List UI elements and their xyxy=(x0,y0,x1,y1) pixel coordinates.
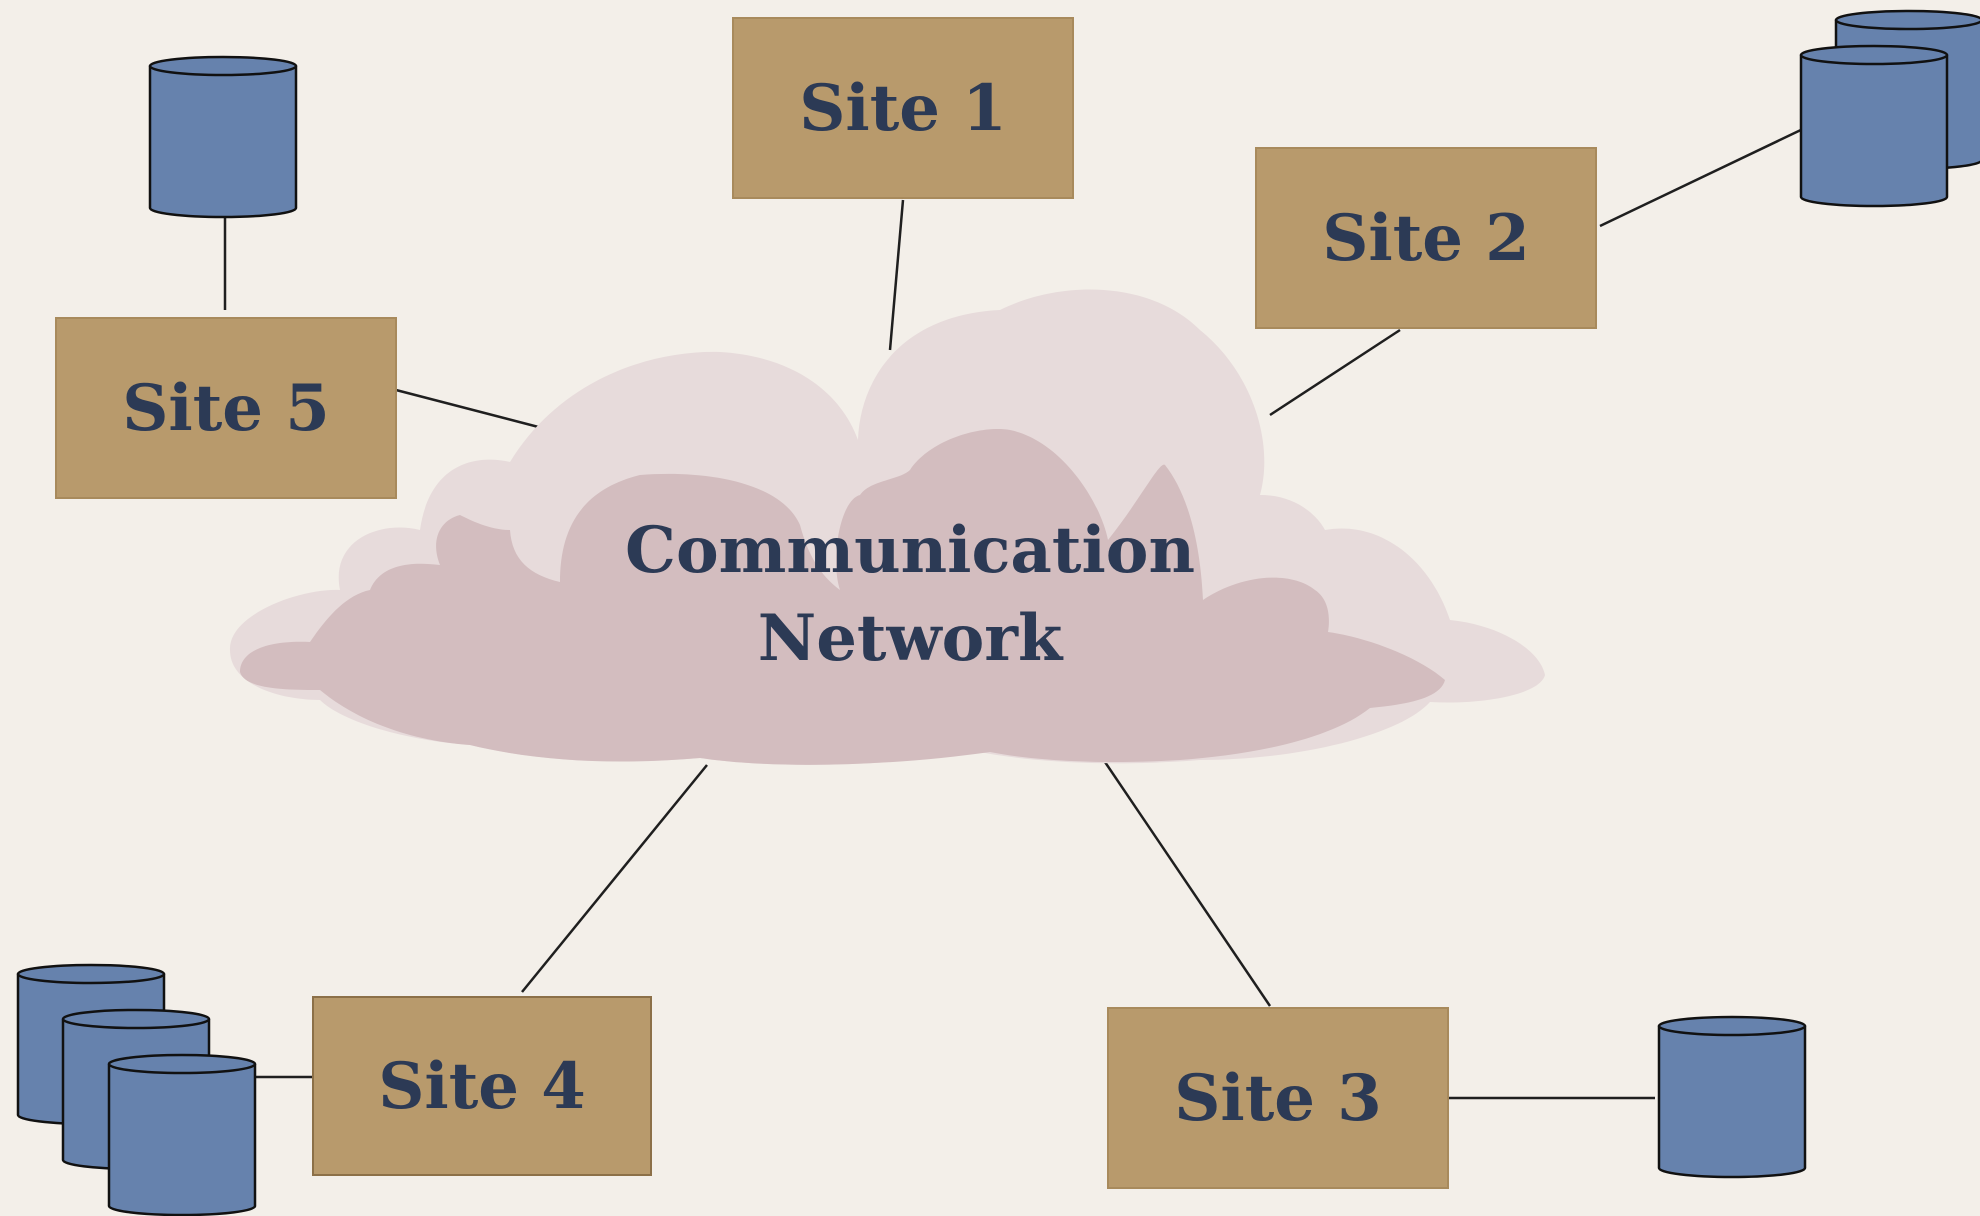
site-box-1-label: Site 1 xyxy=(799,71,1007,146)
site-box-5-rect xyxy=(55,317,397,499)
site-box-3-rect xyxy=(1107,1007,1449,1189)
network-label-line1: Communication xyxy=(625,513,1195,588)
link-site2-network xyxy=(1269,328,1401,417)
database-icon xyxy=(107,1053,257,1216)
link-site5-network xyxy=(395,388,551,432)
site-box-5-label: Site 5 xyxy=(122,371,330,446)
communication-network-cloud: Communication Network xyxy=(229,289,1545,765)
database-icon xyxy=(148,55,298,219)
site-box-4-label: Site 4 xyxy=(378,1049,586,1124)
network-label-line2: Network xyxy=(758,601,1064,676)
link-site2-database xyxy=(1599,126,1806,228)
database-icons xyxy=(16,9,1980,1216)
site-box-3-label: Site 3 xyxy=(1174,1061,1382,1136)
site-box-2-rect xyxy=(1255,147,1597,329)
site-box-3: Site 3 xyxy=(1107,1007,1449,1189)
site-box-4-rect xyxy=(312,996,652,1176)
link-site4-network xyxy=(521,764,708,993)
site-box-5: Site 5 xyxy=(55,317,397,499)
site-box-2-label: Site 2 xyxy=(1322,201,1530,276)
connector-lines xyxy=(223,126,1806,1100)
site-box-1-rect xyxy=(732,17,1074,199)
cloud-inner xyxy=(240,429,1445,765)
site-box-4: Site 4 xyxy=(312,996,652,1176)
site-box-2: Site 2 xyxy=(1255,147,1597,329)
link-site3-network xyxy=(1103,761,1272,1007)
database-icon xyxy=(1657,1015,1807,1179)
database-icon xyxy=(1799,44,1949,208)
link-site1-network xyxy=(888,199,905,351)
site-box-1: Site 1 xyxy=(732,17,1074,199)
